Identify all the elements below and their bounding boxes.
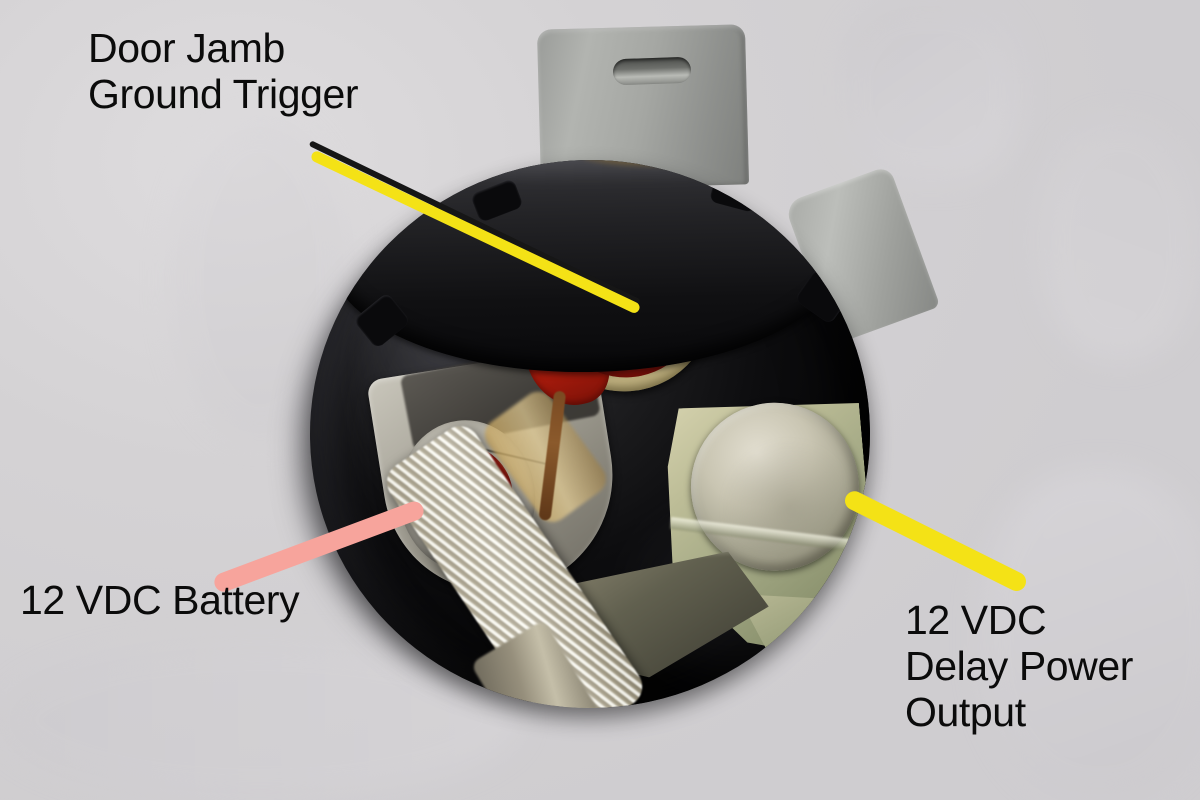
- background-texture-1: [840, 0, 1020, 180]
- label-12-vdc-delay-power-output: 12 VDC Delay Power Output: [905, 597, 1134, 735]
- label-12-vdc-battery: 12 VDC Battery: [20, 577, 300, 623]
- label-door-jamb-ground-trigger: Door Jamb Ground Trigger: [88, 25, 359, 117]
- mounting-tab-top-slot: [612, 56, 692, 86]
- background-texture-3: [980, 470, 1200, 800]
- background-texture-5: [1040, 120, 1200, 360]
